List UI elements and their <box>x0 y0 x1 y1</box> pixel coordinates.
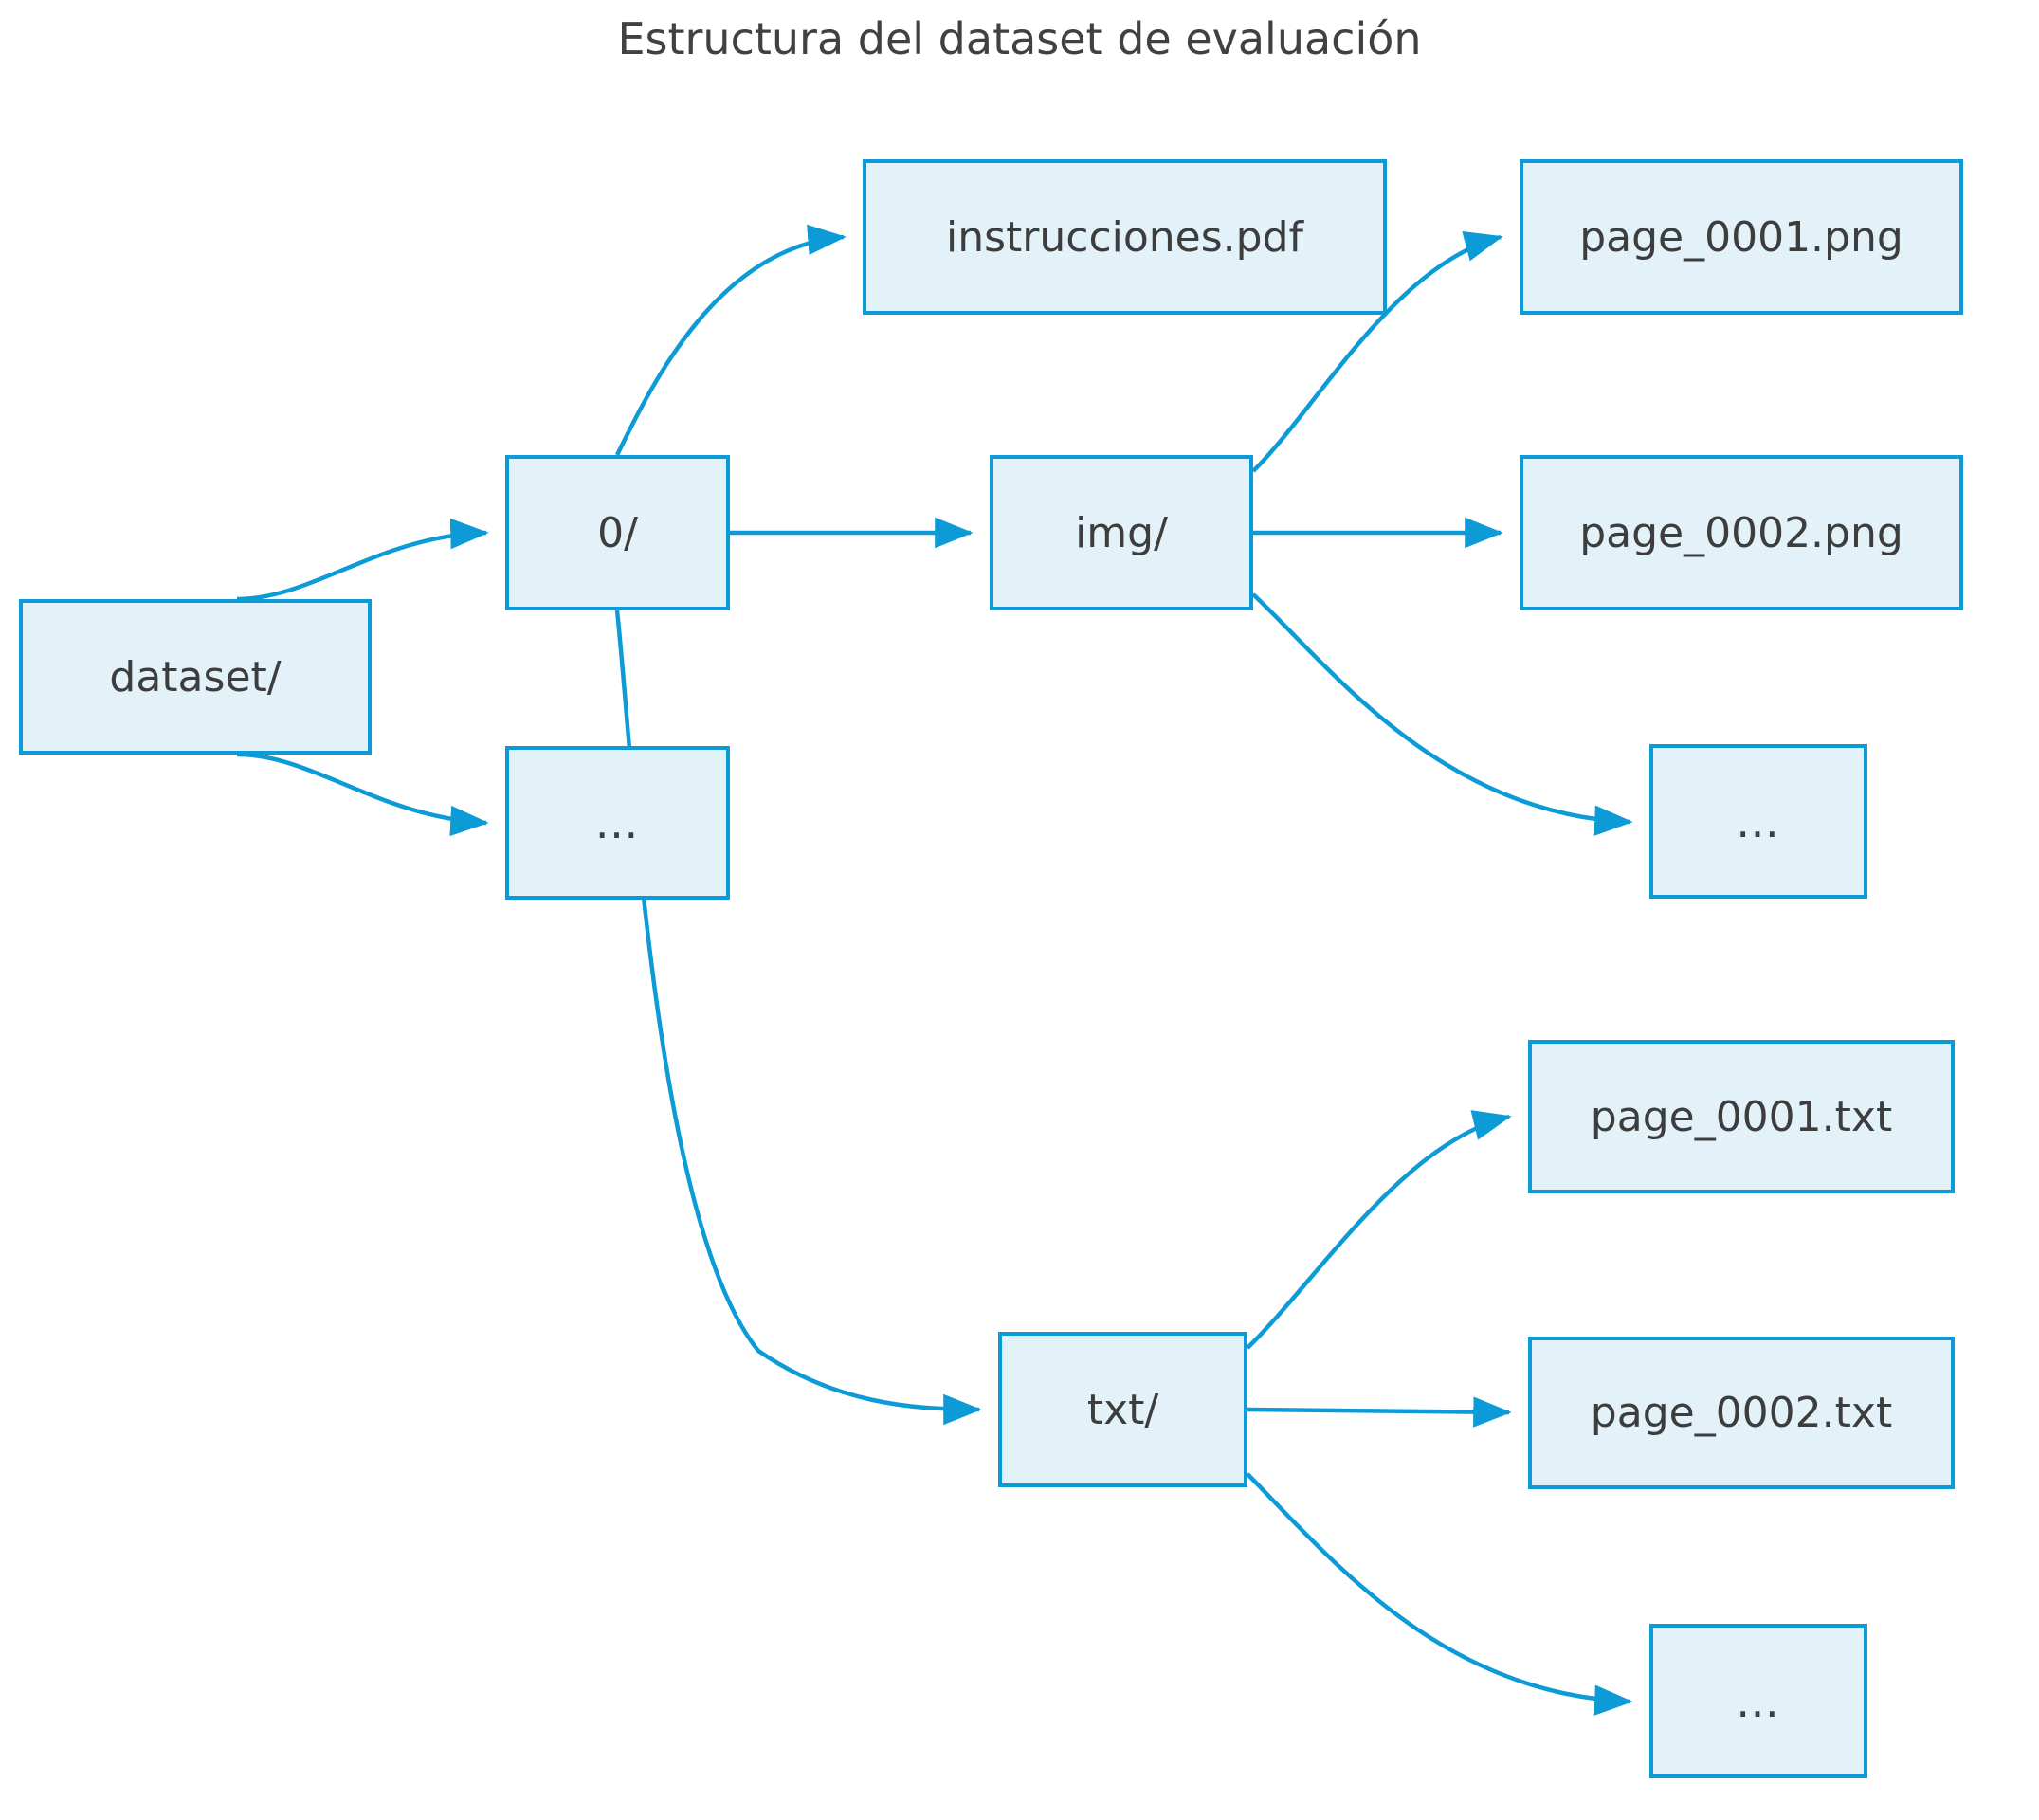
edge-dataset-to-dots <box>236 752 489 837</box>
node-txt2[interactable]: page_0002.txt <box>1528 1337 1955 1489</box>
edge-img-to-dots <box>1251 592 1633 836</box>
node-dots_txt[interactable]: … <box>1649 1624 1867 1778</box>
node-instrucc[interactable]: instrucciones.pdf <box>863 159 1387 315</box>
edge-0-to-instrucciones <box>614 224 847 456</box>
node-label: 0/ <box>597 508 638 557</box>
node-dataset[interactable]: dataset/ <box>19 599 372 755</box>
node-label: … <box>1736 795 1781 847</box>
edge-txt-to-txt1 <box>1246 1110 1512 1350</box>
node-label: … <box>1736 1675 1781 1727</box>
node-zero[interactable]: 0/ <box>505 455 730 610</box>
node-label: img/ <box>1075 508 1168 557</box>
edge-0-to-txt <box>614 610 982 1426</box>
node-img[interactable]: img/ <box>990 455 1253 610</box>
edge-img-to-png1 <box>1251 231 1503 473</box>
node-label: page_0002.txt <box>1590 1389 1893 1437</box>
edge-txt-to-txt2 <box>1247 1396 1512 1428</box>
node-label: page_0002.png <box>1579 508 1903 557</box>
node-png2[interactable]: page_0002.png <box>1520 455 1963 610</box>
node-label: txt/ <box>1086 1385 1159 1434</box>
edge-txt-to-dots <box>1246 1472 1633 1716</box>
node-label: page_0001.txt <box>1590 1092 1893 1141</box>
node-txt[interactable]: txt/ <box>998 1332 1247 1487</box>
node-dots_img[interactable]: … <box>1649 744 1867 899</box>
node-label: … <box>594 797 641 848</box>
node-txt1[interactable]: page_0001.txt <box>1528 1040 1955 1193</box>
node-label: page_0001.png <box>1579 212 1903 262</box>
node-png1[interactable]: page_0001.png <box>1520 159 1963 315</box>
diagram-title: Estructura del dataset de evaluación <box>617 13 1422 64</box>
node-label: dataset/ <box>109 652 282 701</box>
edge-dataset-to-0 <box>236 518 489 602</box>
node-label: instrucciones.pdf <box>945 212 1303 262</box>
node-dots_root[interactable]: … <box>505 746 730 900</box>
